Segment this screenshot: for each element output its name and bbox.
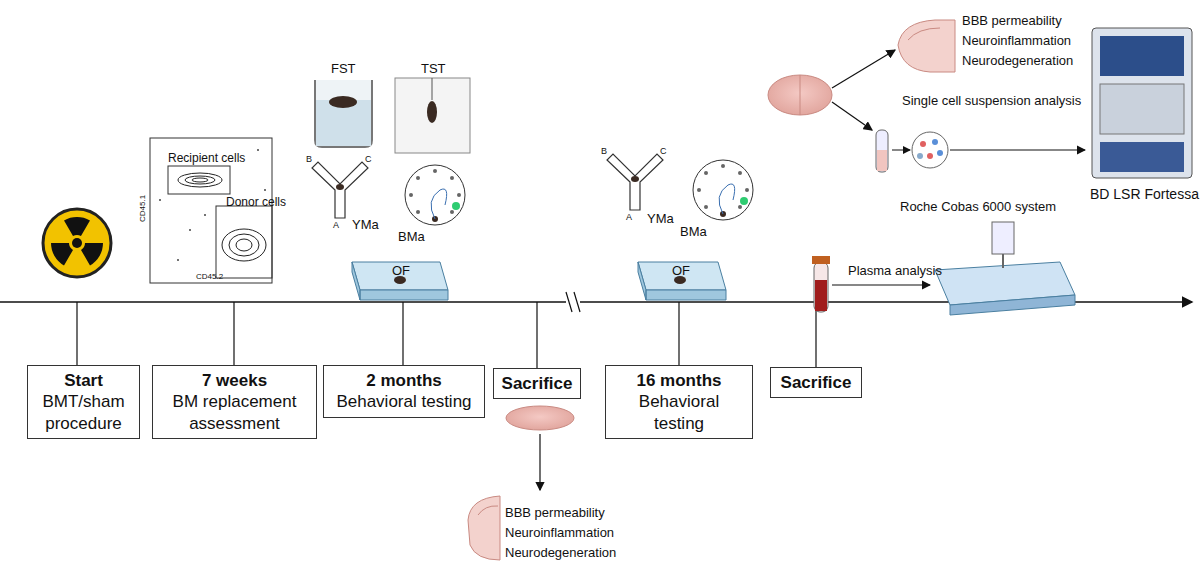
label: Neuroinflammation	[962, 34, 1071, 49]
label: BMa	[680, 225, 707, 240]
label: Single cell suspension analysis	[902, 94, 1081, 109]
label: Neuroinflammation	[505, 526, 614, 541]
label: C	[660, 146, 667, 156]
label: A	[333, 220, 339, 230]
label: Recipient cells	[168, 152, 245, 166]
label: Plasma analysis	[848, 264, 942, 279]
label: A	[626, 212, 632, 222]
label: BMa	[398, 230, 425, 245]
box-text: BMT/sham procedure	[34, 391, 133, 434]
label: Donor cells	[226, 196, 286, 210]
label: CD45.1	[138, 195, 147, 222]
label: BD LSR Fortessa	[1090, 186, 1199, 202]
timeline-box: 2 monthsBehavioral testing	[323, 365, 485, 418]
box-heading: 2 months	[330, 370, 478, 391]
label: YMa	[647, 212, 674, 227]
label: OF	[392, 264, 410, 279]
label: TST	[421, 62, 446, 77]
label: BBB permeability	[962, 14, 1062, 29]
label: Roche Cobas 6000 system	[900, 200, 1056, 215]
label: B	[601, 146, 607, 156]
label: Neurodegeneration	[505, 546, 616, 561]
label: FST	[331, 62, 356, 77]
box-heading: Sacrifice	[500, 373, 574, 394]
box-heading: Start	[34, 370, 133, 391]
label: Neurodegeneration	[962, 54, 1073, 69]
box-heading: 16 months	[612, 370, 746, 391]
box-heading: Sacrifice	[777, 372, 855, 393]
box-text: Behavioral testing	[330, 391, 478, 412]
box-text: BM replacement assessment	[159, 391, 310, 434]
label: YMa	[352, 218, 379, 233]
timeline-box: StartBMT/sham procedure	[27, 365, 140, 439]
timeline-box: 16 monthsBehavioral testing	[605, 365, 753, 439]
box-heading: 7 weeks	[159, 370, 310, 391]
timeline-box: 7 weeksBM replacement assessment	[152, 365, 317, 439]
box-text: Behavioral testing	[612, 391, 746, 434]
label: B	[306, 154, 312, 164]
timeline-box: Sacrifice	[493, 368, 581, 399]
label: C	[365, 154, 372, 164]
label: CD45.2	[196, 272, 223, 281]
label: BBB permeability	[505, 506, 605, 521]
timeline-box: Sacrifice	[770, 367, 862, 398]
label: OF	[672, 264, 690, 279]
